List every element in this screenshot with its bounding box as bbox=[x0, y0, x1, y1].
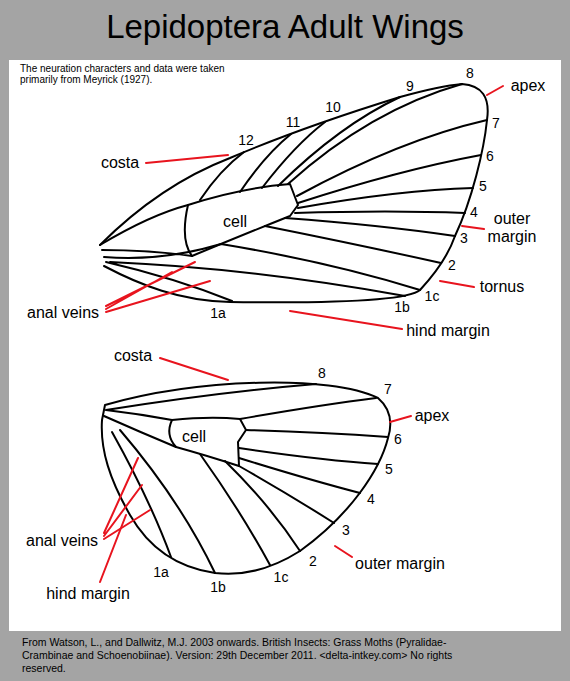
leader-line bbox=[335, 546, 352, 557]
white-panel bbox=[9, 60, 561, 631]
part-label: outer margin bbox=[485, 210, 539, 245]
vein-number: 10 bbox=[325, 100, 341, 115]
vein-number: 7 bbox=[492, 116, 500, 131]
part-label: costa bbox=[101, 154, 139, 172]
source-note: The neuration characters and data were t… bbox=[20, 63, 235, 85]
leader-line bbox=[100, 515, 126, 582]
part-label: outer margin bbox=[355, 555, 445, 573]
vein-number: 2 bbox=[309, 554, 317, 569]
vein-number: 7 bbox=[384, 382, 392, 397]
vein-number: 1c bbox=[425, 289, 440, 304]
part-label: costa bbox=[114, 347, 152, 365]
vein-number: 11 bbox=[286, 115, 301, 130]
cell-label: cell bbox=[182, 428, 206, 446]
vein-number: 5 bbox=[479, 179, 487, 194]
part-label: hind margin bbox=[46, 585, 130, 603]
leader-line bbox=[462, 226, 484, 229]
source-caption: From Watson, L., and Dallwitz, M.J. 2003… bbox=[22, 636, 492, 674]
vein-number: 4 bbox=[367, 492, 375, 507]
vein-number: 3 bbox=[342, 523, 350, 538]
discal-cell: cell bbox=[164, 413, 248, 469]
vein-number: 9 bbox=[406, 79, 414, 94]
vein-number: 2 bbox=[448, 258, 456, 273]
vein-number: 1a bbox=[210, 306, 226, 321]
part-label: apex bbox=[511, 77, 546, 95]
vein-number: 6 bbox=[486, 149, 494, 164]
hindwing-veins bbox=[104, 384, 388, 573]
forewing-veins bbox=[100, 84, 487, 301]
part-label: hind margin bbox=[406, 322, 490, 340]
leader-line bbox=[104, 458, 150, 539]
part-label: tornus bbox=[480, 278, 524, 296]
leader-line bbox=[160, 358, 228, 380]
hindwing-outline bbox=[102, 383, 391, 574]
cell-outline bbox=[169, 418, 246, 466]
vein-number: 8 bbox=[466, 66, 474, 81]
part-label: apex bbox=[415, 407, 450, 425]
leader-line bbox=[390, 416, 411, 422]
vein-number: 12 bbox=[238, 133, 254, 148]
leader-line bbox=[440, 281, 474, 287]
vein-number: 3 bbox=[460, 231, 468, 246]
vein-number: 1b bbox=[394, 300, 410, 315]
diagram-title: Lepidoptera Adult Wings bbox=[0, 8, 570, 46]
cell-label: cell bbox=[223, 213, 247, 231]
discal-cell: cell bbox=[180, 182, 300, 258]
vein-number: 5 bbox=[385, 462, 393, 477]
forewing-outline bbox=[100, 84, 488, 302]
vein-number: 4 bbox=[470, 205, 478, 220]
vein-number: 1a bbox=[153, 565, 169, 580]
leader-line bbox=[487, 86, 503, 95]
part-label: anal veins bbox=[26, 532, 98, 550]
vein-number: 1b bbox=[210, 580, 226, 595]
part-label: anal veins bbox=[27, 304, 99, 322]
leader-line bbox=[106, 262, 210, 312]
vein-number: 8 bbox=[318, 366, 326, 381]
leader-line bbox=[146, 155, 228, 163]
cell-outline bbox=[185, 184, 298, 256]
vein-number: 1c bbox=[274, 570, 289, 585]
leader-line bbox=[290, 311, 402, 329]
vein-number: 6 bbox=[394, 432, 402, 447]
